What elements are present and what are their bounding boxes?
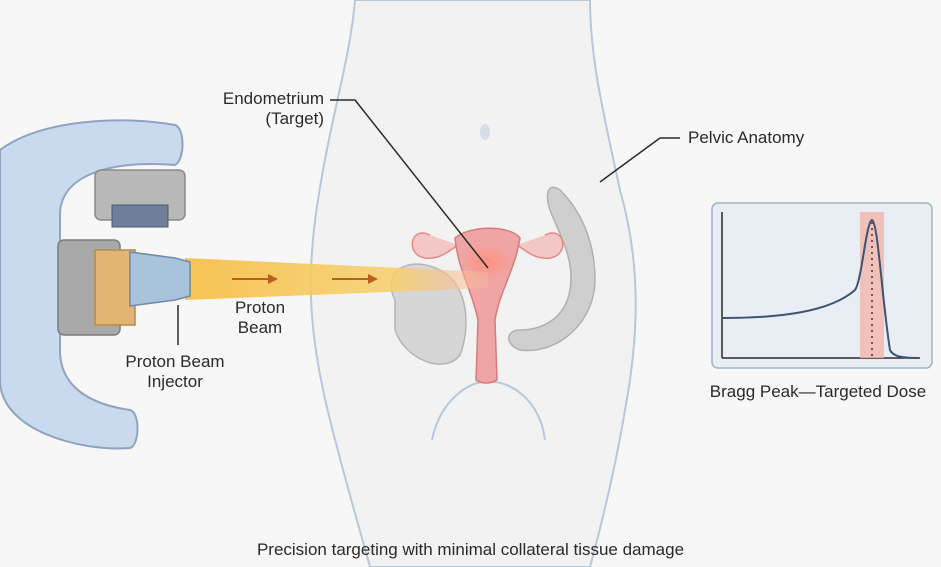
proton-beam-label-line2: Beam — [220, 318, 300, 338]
proton-beam-label: Proton Beam — [220, 298, 300, 338]
bragg-peak-chart — [712, 203, 932, 368]
proton-beam-label-line1: Proton — [220, 298, 300, 318]
bragg-peak-label: Bragg Peak—Targeted Dose — [700, 382, 936, 402]
navel-icon — [480, 124, 490, 140]
caption: Precision targeting with minimal collate… — [0, 540, 941, 560]
endometrium-label-line1: Endometrium — [190, 89, 324, 109]
detector-panel-icon — [112, 205, 168, 227]
endometrium-label-line2: (Target) — [190, 109, 324, 129]
endometrium-label: Endometrium (Target) — [190, 89, 324, 129]
injector-label: Proton Beam Injector — [110, 352, 240, 392]
proton-machine — [0, 120, 190, 448]
injector-label-line2: Injector — [110, 372, 240, 392]
injector-label-line1: Proton Beam — [110, 352, 240, 372]
beam-nozzle-icon — [130, 252, 190, 306]
pelvic-anatomy-label: Pelvic Anatomy — [688, 128, 848, 148]
